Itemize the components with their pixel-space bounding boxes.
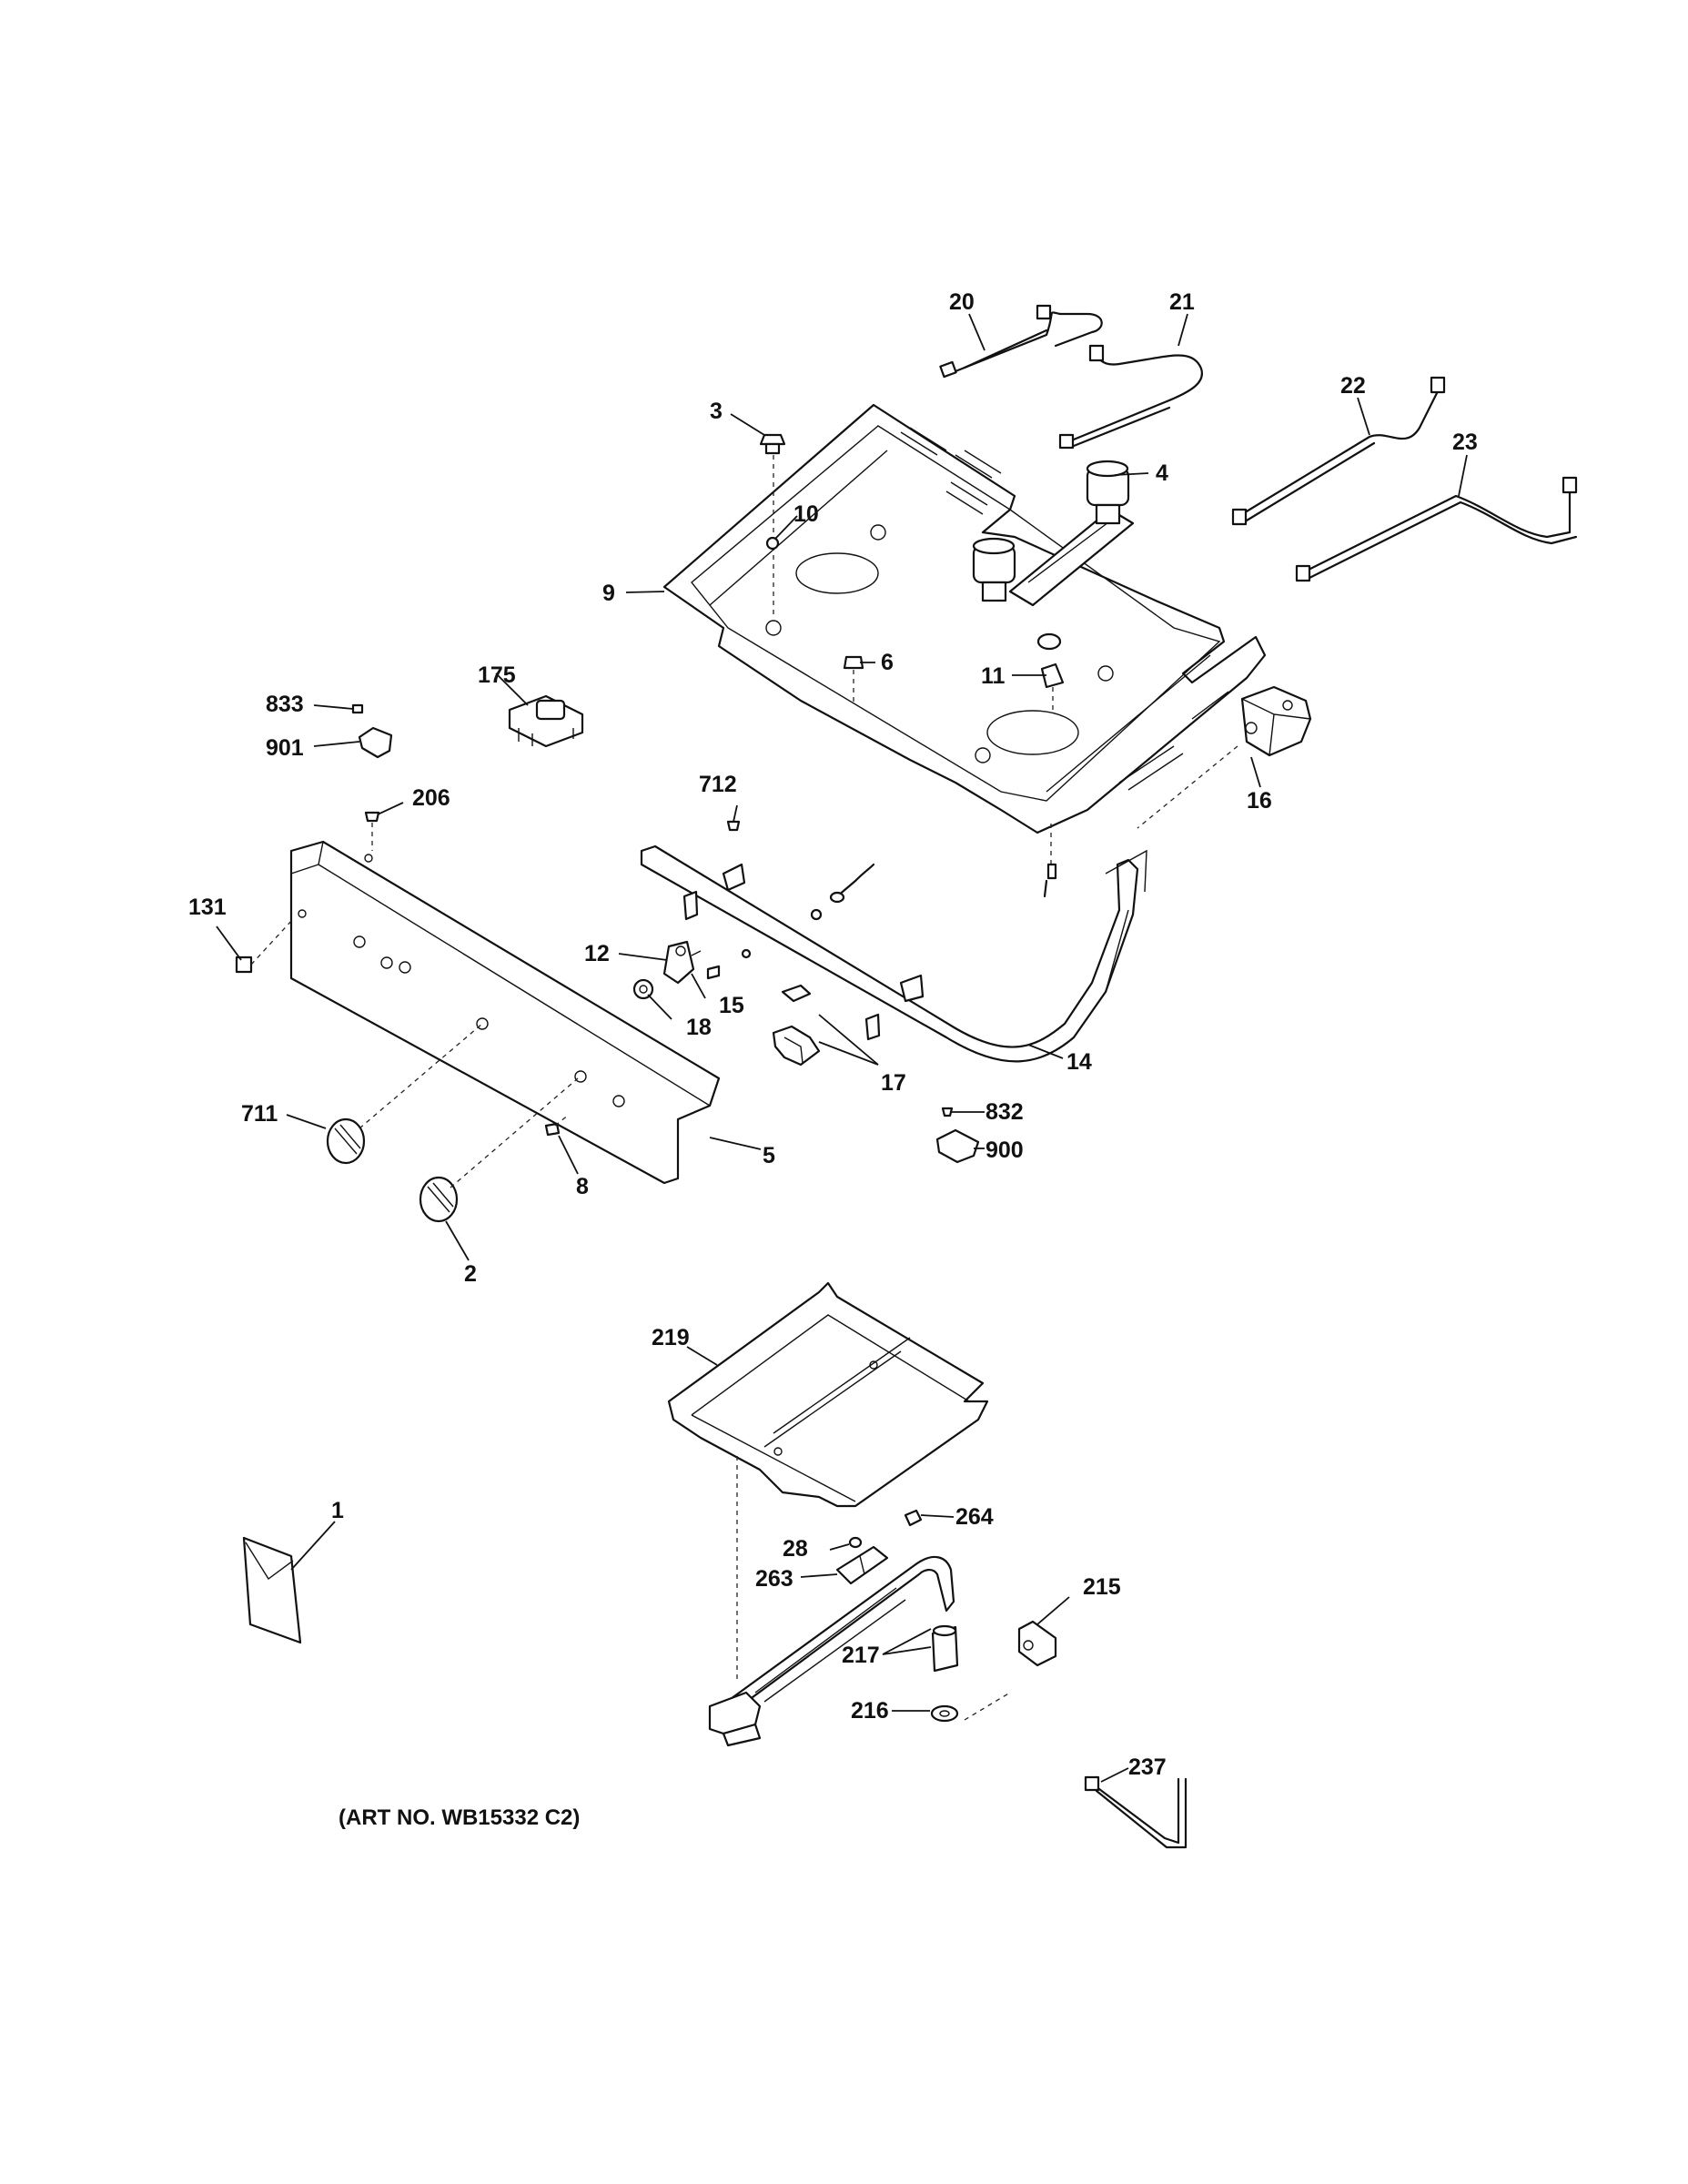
burner-valves-4 — [972, 460, 1135, 607]
orifice-fitting — [1043, 863, 1057, 898]
label-9: 9 — [602, 581, 615, 606]
gas-tube-23 — [1295, 476, 1578, 582]
clip-264 — [904, 1509, 923, 1527]
screw-3 — [759, 433, 786, 455]
label-175: 175 — [478, 662, 516, 688]
oven-burner — [708, 1555, 955, 1747]
label-832: 832 — [986, 1099, 1024, 1125]
leader-dash-16 — [1137, 745, 1238, 829]
washer-10 — [765, 536, 780, 551]
art-number-caption: (ART NO. WB15332 C2) — [339, 1805, 580, 1830]
part-labels: 20 21 22 23 3 4 10 9 6 11 175 833 901 16… — [188, 289, 1478, 1780]
label-21: 21 — [1169, 289, 1195, 315]
label-14: 14 — [1066, 1049, 1092, 1075]
label-712: 712 — [699, 772, 737, 797]
gas-tube-22 — [1231, 376, 1446, 526]
label-215: 215 — [1083, 1574, 1121, 1600]
label-237: 237 — [1128, 1754, 1167, 1780]
burner-box-9 — [662, 403, 1267, 834]
igniter-263 — [835, 1545, 889, 1585]
bracket-901 — [358, 726, 393, 759]
burner-shield-219 — [667, 1281, 989, 1508]
label-3: 3 — [710, 399, 723, 424]
bracket-900 — [935, 1128, 980, 1164]
screw-15 — [706, 948, 752, 980]
knob-2 — [419, 1077, 579, 1223]
label-18: 18 — [686, 1015, 712, 1040]
bracket-215 — [1017, 1620, 1057, 1667]
screw-6 — [843, 655, 864, 705]
screw-206 — [364, 811, 380, 851]
screw-833 — [351, 703, 364, 714]
label-5: 5 — [763, 1143, 775, 1168]
knob-711 — [326, 1023, 483, 1165]
label-1: 1 — [331, 1498, 344, 1523]
bracket-11 — [1036, 632, 1065, 710]
label-20: 20 — [949, 289, 975, 315]
label-23: 23 — [1452, 430, 1478, 455]
label-28: 28 — [783, 1536, 808, 1562]
label-217: 217 — [842, 1643, 880, 1668]
label-206: 206 — [412, 785, 450, 811]
screw-28 — [848, 1536, 863, 1549]
leaders — [216, 313, 1468, 1783]
tube-237 — [1084, 1775, 1188, 1849]
terminal-block-175 — [508, 694, 584, 748]
label-711: 711 — [241, 1101, 278, 1127]
label-264: 264 — [955, 1504, 994, 1530]
label-6: 6 — [881, 650, 894, 675]
label-12: 12 — [584, 941, 610, 966]
screw-131 — [235, 918, 294, 974]
label-216: 216 — [851, 1698, 889, 1724]
igniter-wire — [810, 863, 875, 921]
manifold-pipe-14 — [640, 844, 1147, 1063]
leader-dash-216 — [964, 1692, 1011, 1721]
label-263: 263 — [755, 1566, 793, 1592]
igniter-switch-17 — [772, 984, 821, 1067]
label-16: 16 — [1247, 788, 1272, 814]
pressure-regulator-16 — [1240, 685, 1312, 757]
screw-832 — [941, 1107, 954, 1117]
washer-18 — [632, 978, 654, 1000]
label-901: 901 — [266, 735, 304, 761]
manifold-panel-5 — [289, 840, 721, 1185]
gas-tube-21 — [1058, 344, 1204, 450]
washer-216 — [930, 1704, 959, 1723]
valve-12 — [662, 940, 702, 985]
label-11: 11 — [981, 663, 1006, 689]
screw-712 — [726, 820, 741, 832]
label-219: 219 — [652, 1325, 690, 1350]
label-4: 4 — [1156, 460, 1168, 486]
screw-8 — [544, 1114, 570, 1137]
label-15: 15 — [719, 993, 744, 1018]
label-900: 900 — [986, 1138, 1024, 1163]
label-833: 833 — [266, 692, 304, 717]
label-8: 8 — [576, 1174, 589, 1199]
label-22: 22 — [1340, 373, 1366, 399]
label-10: 10 — [793, 501, 819, 527]
label-17: 17 — [881, 1070, 906, 1096]
gas-tube-20 — [939, 304, 1103, 379]
label-2: 2 — [464, 1261, 477, 1287]
literature-envelope-1 — [242, 1536, 302, 1644]
sleeve-217 — [931, 1624, 959, 1673]
label-131: 131 — [188, 895, 227, 920]
